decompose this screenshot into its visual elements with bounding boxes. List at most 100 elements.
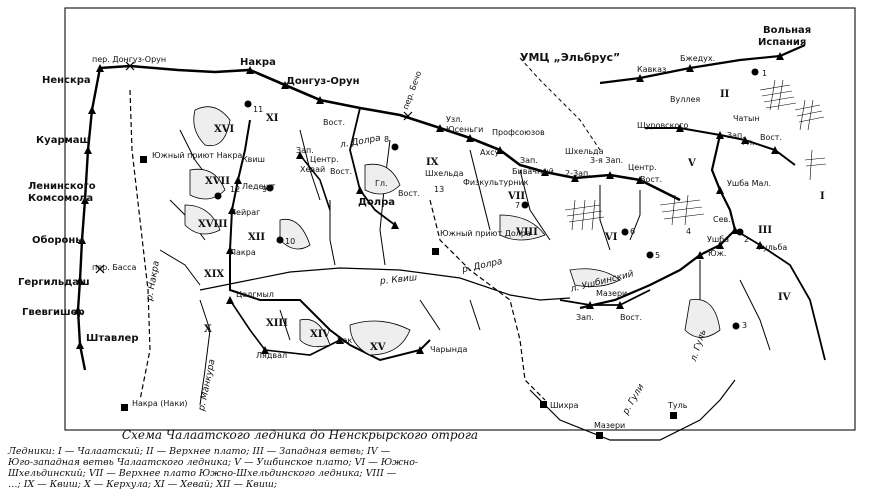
peak-khevay-center: Центр.: [310, 155, 339, 164]
river-2: [199, 299, 211, 406]
dolra-river: [429, 199, 546, 401]
glacier-ii: II: [720, 89, 730, 100]
peak-shkhelda-2w: 2-Зап.: [565, 169, 591, 178]
glacier-xvii: XVII: [205, 176, 230, 187]
nakra-river: [129, 89, 151, 401]
peak-lakra: Лакра: [230, 248, 256, 257]
glacier-xviii: XVIII: [198, 219, 228, 230]
peak-shchurovskogo: Щуровского: [637, 121, 689, 130]
peak-ushba-north: Сев.: [713, 215, 731, 224]
numbered-points: [214, 68, 759, 330]
place-nakra-naki: Накра (Наки): [132, 399, 188, 408]
peak-kvish: Квиш: [242, 155, 265, 164]
peak-dongozorun: Донгуз-Орун: [286, 76, 360, 87]
peak-gulba: Гульба: [758, 243, 788, 252]
map-frame: [64, 7, 856, 431]
peak-kavkaz: Кавказ: [637, 65, 667, 74]
peak-volnaya: Вольная: [763, 25, 812, 36]
peak-nakra: Накра: [240, 57, 276, 68]
marker-4: 4: [686, 227, 692, 236]
glacier-vi: VI: [605, 232, 618, 243]
peak-shkhelda-center: Центр.: [628, 163, 657, 172]
marker-5: 5: [655, 251, 661, 260]
peak-khevay-east: Вост.: [330, 167, 352, 176]
peak-shtavler: Штавлер: [86, 333, 139, 344]
peak-shkhelda-3w: 3-я Зап.: [590, 156, 624, 165]
marker-11: 11: [253, 105, 264, 114]
glacier-xvi: XVI: [214, 124, 235, 135]
marker-3: 3: [742, 321, 748, 330]
glacier-vii: VII: [508, 191, 526, 202]
glacier-xii: XII: [248, 232, 266, 243]
kvish-river: [199, 267, 571, 301]
pass-bassa-label: пер. Басса: [92, 263, 137, 272]
peak-dolra: Долра: [358, 197, 396, 208]
marker-9: 9: [262, 185, 268, 194]
glacier-xi: XI: [266, 113, 279, 124]
map-legend: Ледники: I — Чалаатский; II — Верхнее пл…: [8, 446, 508, 490]
hatching: [564, 79, 827, 231]
legend-line: …; IX — Квиш; X — Керхула; XI — Хевай; X…: [8, 479, 278, 490]
glacier-xiv: XIV: [310, 329, 331, 340]
peak-chatyn-west: Зап.: [727, 131, 745, 140]
peak-shkhelda-east: Вост.: [640, 175, 662, 184]
peak-yusengi: Юсеньги: [446, 125, 484, 134]
peak-yusengi-uzl: Узл.: [446, 115, 463, 124]
marker-12: 12: [230, 185, 241, 194]
peak-komsomola: Комсомола: [28, 193, 94, 204]
glacier-iv: IV: [778, 292, 791, 303]
peak-gvevgisher: Гвевгишер: [22, 307, 85, 318]
peak-dolra-main: Гл.: [375, 179, 388, 188]
glacier-i: I: [820, 191, 825, 202]
peak-khevay-west: Зап.: [296, 146, 314, 155]
mazeri-ridge: [559, 289, 651, 306]
peak-markers: [74, 52, 784, 354]
peak-vulleya: Вуллея: [670, 95, 701, 104]
peak-chatyn-main: Гл.: [742, 138, 755, 147]
peak-gergildash: Гергильдаш: [18, 277, 90, 288]
spur: [299, 154, 331, 211]
glacier-v: V: [688, 158, 696, 169]
pass-dongozorun-label: пер. Донгуз-Орун: [92, 55, 167, 64]
peak-akhsu: Ахсу: [480, 148, 500, 157]
peak-shkhelda: Шхельда: [565, 147, 604, 156]
place-dolra-hut: Южный приют Долра: [440, 229, 531, 238]
hut-markers: [121, 156, 677, 439]
peak-lyadval: Лядвал: [256, 351, 288, 360]
main-ridge: [99, 64, 681, 202]
peak-shkhelda-west: Зап.: [520, 156, 538, 165]
glacier-ix: IX: [426, 157, 439, 168]
glacier-xv: XV: [370, 342, 386, 353]
glacier-shapes: [184, 106, 721, 356]
peak-chatyn-east: Вост.: [760, 133, 782, 142]
peak-ushba: Ушба: [707, 235, 730, 244]
peak-dolra-east: Вост.: [398, 189, 420, 198]
marker-13: 13: [434, 185, 445, 194]
peak-charynda: Чарында: [430, 345, 468, 354]
peak-ushba-mal: Ушба Мал.: [727, 179, 772, 188]
glacier-x: X: [204, 324, 212, 335]
marker-7: 7: [515, 201, 521, 210]
pass-marks: [95, 61, 413, 274]
peak-chatyn: Чатын: [733, 114, 760, 123]
place-tul: Туль: [668, 401, 688, 410]
peak-bivachny: Бивачный: [512, 167, 554, 176]
marker-1: 1: [762, 69, 768, 78]
shchurovsky-ridge: [645, 127, 796, 166]
peak-kuarmash: Куармаш: [36, 135, 91, 146]
guli-river: [529, 379, 736, 441]
peak-nenskra: Ненскра: [42, 75, 91, 86]
marker-2: 2: [744, 235, 750, 244]
peak-mazeri-east: Вост.: [620, 313, 642, 322]
peak-ledesht: Ледешт: [242, 182, 276, 191]
place-shikhra: Шихра: [550, 401, 579, 410]
glacier-xix: XIX: [204, 269, 225, 280]
peak-leninskogo: Ленинского: [28, 181, 96, 192]
peak-ushba-south: Юж.: [708, 249, 727, 258]
peak-bak: Бак: [337, 336, 353, 345]
glacier-viii: VIII: [516, 227, 538, 238]
peak-khevay: Хевай: [300, 165, 326, 174]
peak-fizkulturnik: Физкультурник: [463, 178, 529, 187]
peak-mazeri: Мазери: [596, 289, 628, 298]
peak-dongozorun-east: Вост.: [323, 118, 345, 127]
